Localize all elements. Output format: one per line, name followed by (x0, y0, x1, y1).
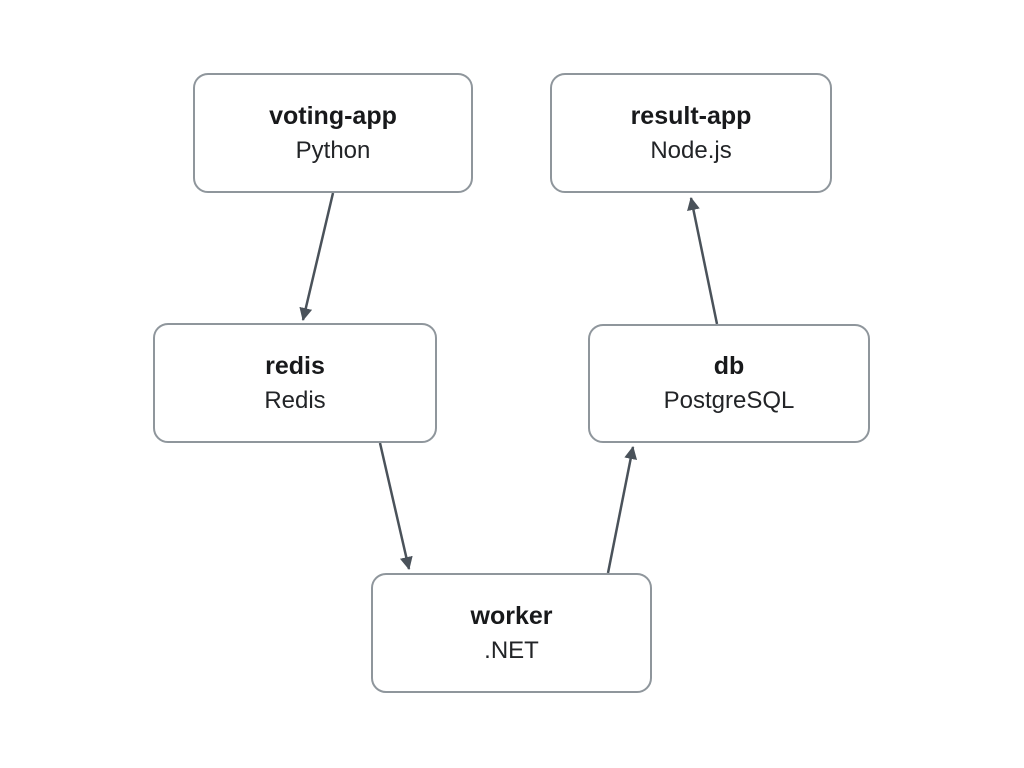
node-redis: redis Redis (153, 323, 437, 443)
node-subtitle: PostgreSQL (663, 387, 795, 414)
node-worker: worker .NET (371, 573, 652, 693)
node-voting-app: voting-app Python (193, 73, 473, 193)
node-title: worker (470, 601, 553, 630)
node-subtitle: .NET (484, 636, 539, 664)
edge-redis-to-worker (378, 442, 413, 570)
node-db: db PostgreSQL (588, 324, 870, 443)
node-title: result-app (630, 101, 752, 130)
edge-db-to-result-app (687, 197, 719, 325)
node-subtitle: Redis (264, 386, 326, 414)
node-title: db (713, 352, 745, 380)
node-title: voting-app (269, 101, 397, 130)
node-title: redis (265, 351, 325, 380)
edge-voting-app-to-redis (299, 192, 335, 321)
node-result-app: result-app Node.js (550, 73, 832, 193)
node-subtitle: Node.js (650, 136, 732, 164)
edge-worker-to-db (606, 446, 638, 574)
node-subtitle: Python (295, 136, 371, 164)
